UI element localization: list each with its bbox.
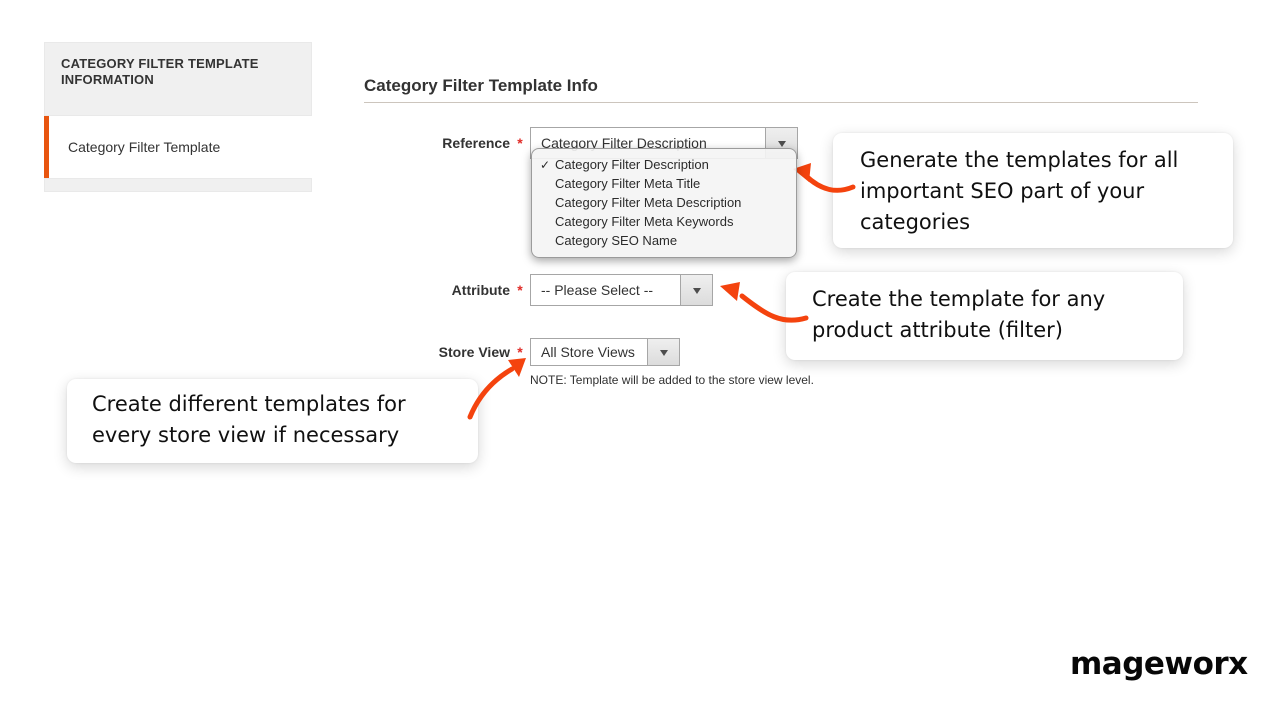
arrow-to-store-view-select-icon bbox=[467, 358, 526, 420]
chevron-down-icon bbox=[692, 287, 701, 298]
attribute-select-value: -- Please Select -- bbox=[541, 282, 654, 298]
required-asterisk: * bbox=[517, 344, 523, 360]
dropdown-option-label: Category SEO Name bbox=[555, 233, 678, 248]
dropdown-option-label: Category Filter Meta Keywords bbox=[555, 214, 734, 229]
store-view-label: Store View bbox=[438, 344, 510, 360]
arrow-to-reference-dropdown-icon bbox=[793, 163, 856, 193]
store-view-note: NOTE: Template will be added to the stor… bbox=[530, 373, 814, 387]
dropdown-option-label: Category Filter Meta Description bbox=[555, 195, 742, 210]
attribute-label: Attribute bbox=[451, 282, 510, 298]
reference-label: Reference bbox=[442, 135, 510, 151]
reference-dropdown-list: ✓ Category Filter Description Category F… bbox=[531, 148, 797, 258]
checkmark-icon: ✓ bbox=[540, 157, 551, 172]
mageworx-logo: mageworx bbox=[1070, 646, 1248, 682]
arrow-to-attribute-select-icon bbox=[720, 282, 809, 323]
sidebar-header: CATEGORY FILTER TEMPLATE INFORMATION bbox=[44, 42, 312, 116]
chevron-down-icon bbox=[777, 140, 786, 151]
callout-store-view-templates: Create different templates for every sto… bbox=[67, 379, 478, 463]
sidebar-footer bbox=[44, 178, 312, 192]
dropdown-option[interactable]: Category Filter Meta Keywords bbox=[532, 212, 796, 231]
chevron-down-icon bbox=[659, 349, 668, 360]
form-row-attribute: Attribute * -- Please Select -- bbox=[365, 274, 713, 306]
store-view-select-button[interactable] bbox=[647, 339, 679, 365]
dropdown-option[interactable]: Category Filter Meta Title bbox=[532, 174, 796, 193]
store-view-select[interactable]: All Store Views bbox=[530, 338, 680, 366]
dropdown-option[interactable]: Category Filter Meta Description bbox=[532, 193, 796, 212]
dropdown-option-selected[interactable]: ✓ Category Filter Description bbox=[532, 155, 796, 174]
sidebar-item-category-filter-template[interactable]: Category Filter Template bbox=[44, 116, 312, 178]
dropdown-option-label: Category Filter Meta Title bbox=[555, 176, 701, 191]
dropdown-option[interactable]: Category SEO Name bbox=[532, 231, 796, 250]
callout-create-template: Create the template for any product attr… bbox=[786, 272, 1183, 360]
required-asterisk: * bbox=[517, 282, 523, 298]
sidebar: CATEGORY FILTER TEMPLATE INFORMATION Cat… bbox=[44, 42, 312, 192]
store-view-select-value: All Store Views bbox=[541, 344, 635, 360]
attribute-select[interactable]: -- Please Select -- bbox=[530, 274, 713, 306]
sidebar-item-label: Category Filter Template bbox=[68, 139, 221, 155]
callout-generate-templates: Generate the templates for all important… bbox=[833, 133, 1233, 248]
title-divider bbox=[364, 102, 1198, 103]
reference-select-value: Category Filter Description bbox=[541, 135, 707, 151]
page-title: Category Filter Template Info bbox=[364, 76, 598, 95]
required-asterisk: * bbox=[517, 135, 523, 151]
dropdown-option-label: Category Filter Description bbox=[555, 157, 709, 172]
form-row-store-view: Store View * All Store Views bbox=[365, 338, 680, 366]
attribute-select-button[interactable] bbox=[680, 275, 712, 305]
